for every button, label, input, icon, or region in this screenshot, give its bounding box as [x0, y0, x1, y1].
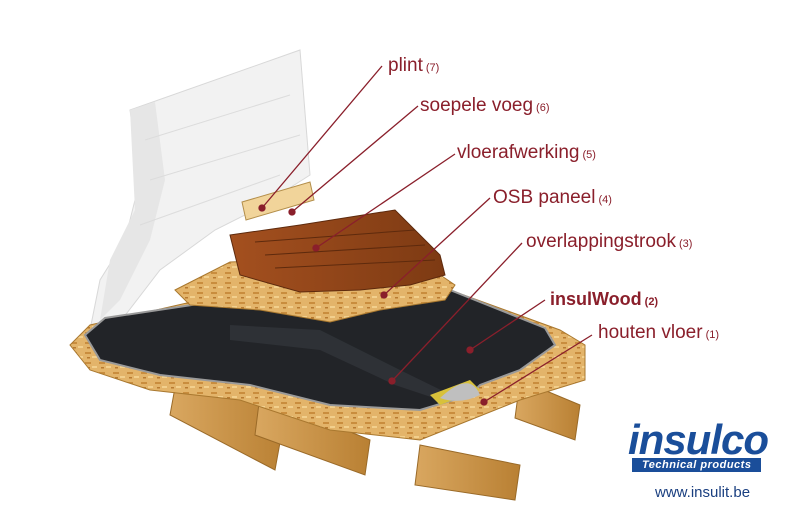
wall: [89, 49, 311, 336]
website-url[interactable]: www.insulit.be: [655, 484, 751, 501]
label-plint-text: plint: [388, 55, 423, 76]
logo-subtitle: Technical products: [632, 458, 762, 472]
label-houten-vloer-number: (1): [705, 329, 720, 341]
label-osb-paneel-text: OSB paneel: [493, 187, 596, 208]
label-vloerafwerking: vloerafwerking(5): [457, 142, 596, 166]
label-vloerafwerking-number: (5): [582, 149, 596, 161]
floor-finish-parquet: [229, 209, 446, 293]
leader-lines: [258, 65, 593, 406]
label-houten-vloer-text: houten vloer: [598, 322, 703, 343]
label-insulwood-text: insulWood: [550, 289, 642, 309]
label-overlappingstrook: overlappingstrook(3): [526, 231, 692, 255]
label-soepele-voeg-number: (6): [536, 102, 550, 114]
logo-wordmark: insulco: [628, 416, 769, 463]
label-houten-vloer: houten vloer(1): [598, 322, 719, 346]
label-insulwood: insulWood(2): [550, 288, 658, 313]
label-osb-paneel-number: (4): [598, 194, 612, 206]
label-overlappingstrook-text: overlappingstrook: [526, 231, 676, 252]
label-plint-number: (7): [425, 62, 440, 74]
label-vloerafwerking-text: vloerafwerking: [457, 142, 580, 163]
label-osb-paneel: OSB paneel(4): [493, 187, 612, 211]
label-plint: plint(7): [388, 55, 439, 79]
label-overlappingstrook-number: (3): [678, 238, 693, 250]
label-insulwood-number: (2): [644, 296, 659, 308]
label-soepele-voeg: soepele voeg(6): [420, 95, 550, 119]
insulco-logo: insulco Technical products: [628, 418, 788, 476]
label-soepele-voeg-text: soepele voeg: [420, 95, 534, 116]
